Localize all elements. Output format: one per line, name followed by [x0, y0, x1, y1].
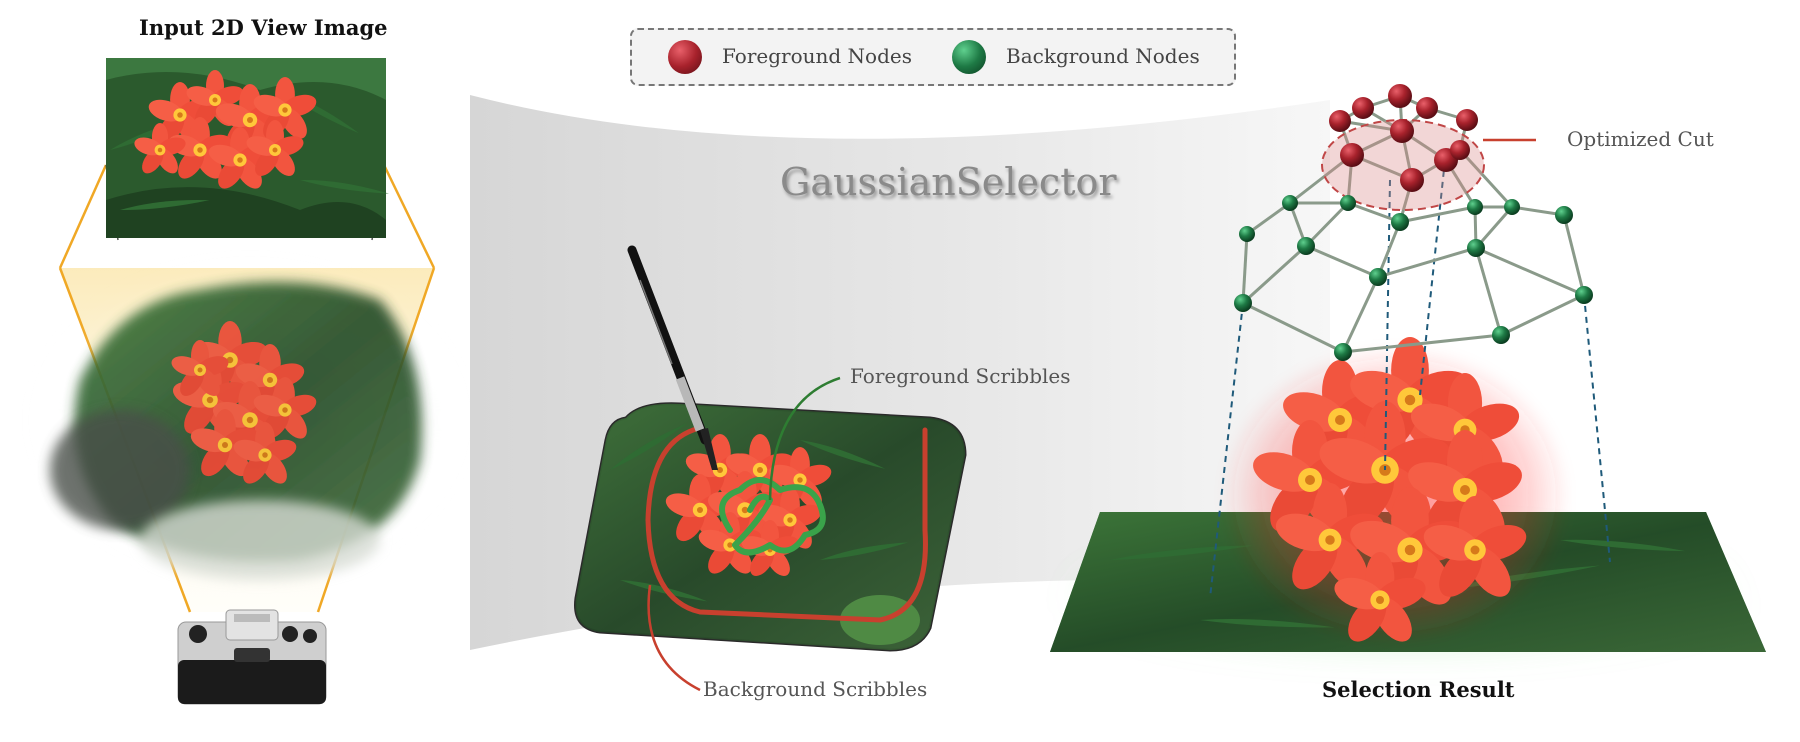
bg-scribble-leader	[647, 584, 701, 692]
selection-result-label: Selection Result	[1322, 677, 1515, 702]
input-view-image	[106, 58, 390, 238]
legend: Foreground Nodes Background Nodes	[630, 28, 1236, 86]
background-nodes	[1234, 195, 1593, 361]
frustum-top-left	[58, 164, 108, 269]
projection-links	[1209, 159, 1611, 599]
foreground-scribble-stroke	[719, 477, 826, 556]
paintbrush-icon	[627, 245, 718, 470]
legend-foreground-label: Foreground Nodes	[722, 44, 912, 68]
foreground-nodes	[1329, 84, 1478, 192]
selected-flower	[1220, 337, 1570, 649]
method-title: GaussianSelector	[780, 160, 1117, 204]
background-scribble-stroke	[645, 425, 928, 623]
foreground-scribbles-label: Foreground Scribbles	[850, 364, 1071, 388]
optimized-cut-label: Optimized Cut	[1567, 127, 1714, 151]
foreground-node-swatch	[668, 40, 702, 74]
background-scribbles-label: Background Scribbles	[703, 677, 928, 701]
input-view-title: Input 2D View Image	[139, 15, 388, 40]
frustum-top-right	[382, 164, 436, 269]
scribble-board	[574, 402, 967, 652]
gaussian-scene	[40, 270, 460, 580]
selection-result-plate	[1050, 512, 1766, 664]
legend-background-label: Background Nodes	[1006, 44, 1200, 68]
camera-icon	[177, 609, 327, 705]
fg-scribble-leader	[768, 376, 841, 501]
background-node-swatch	[952, 40, 986, 74]
